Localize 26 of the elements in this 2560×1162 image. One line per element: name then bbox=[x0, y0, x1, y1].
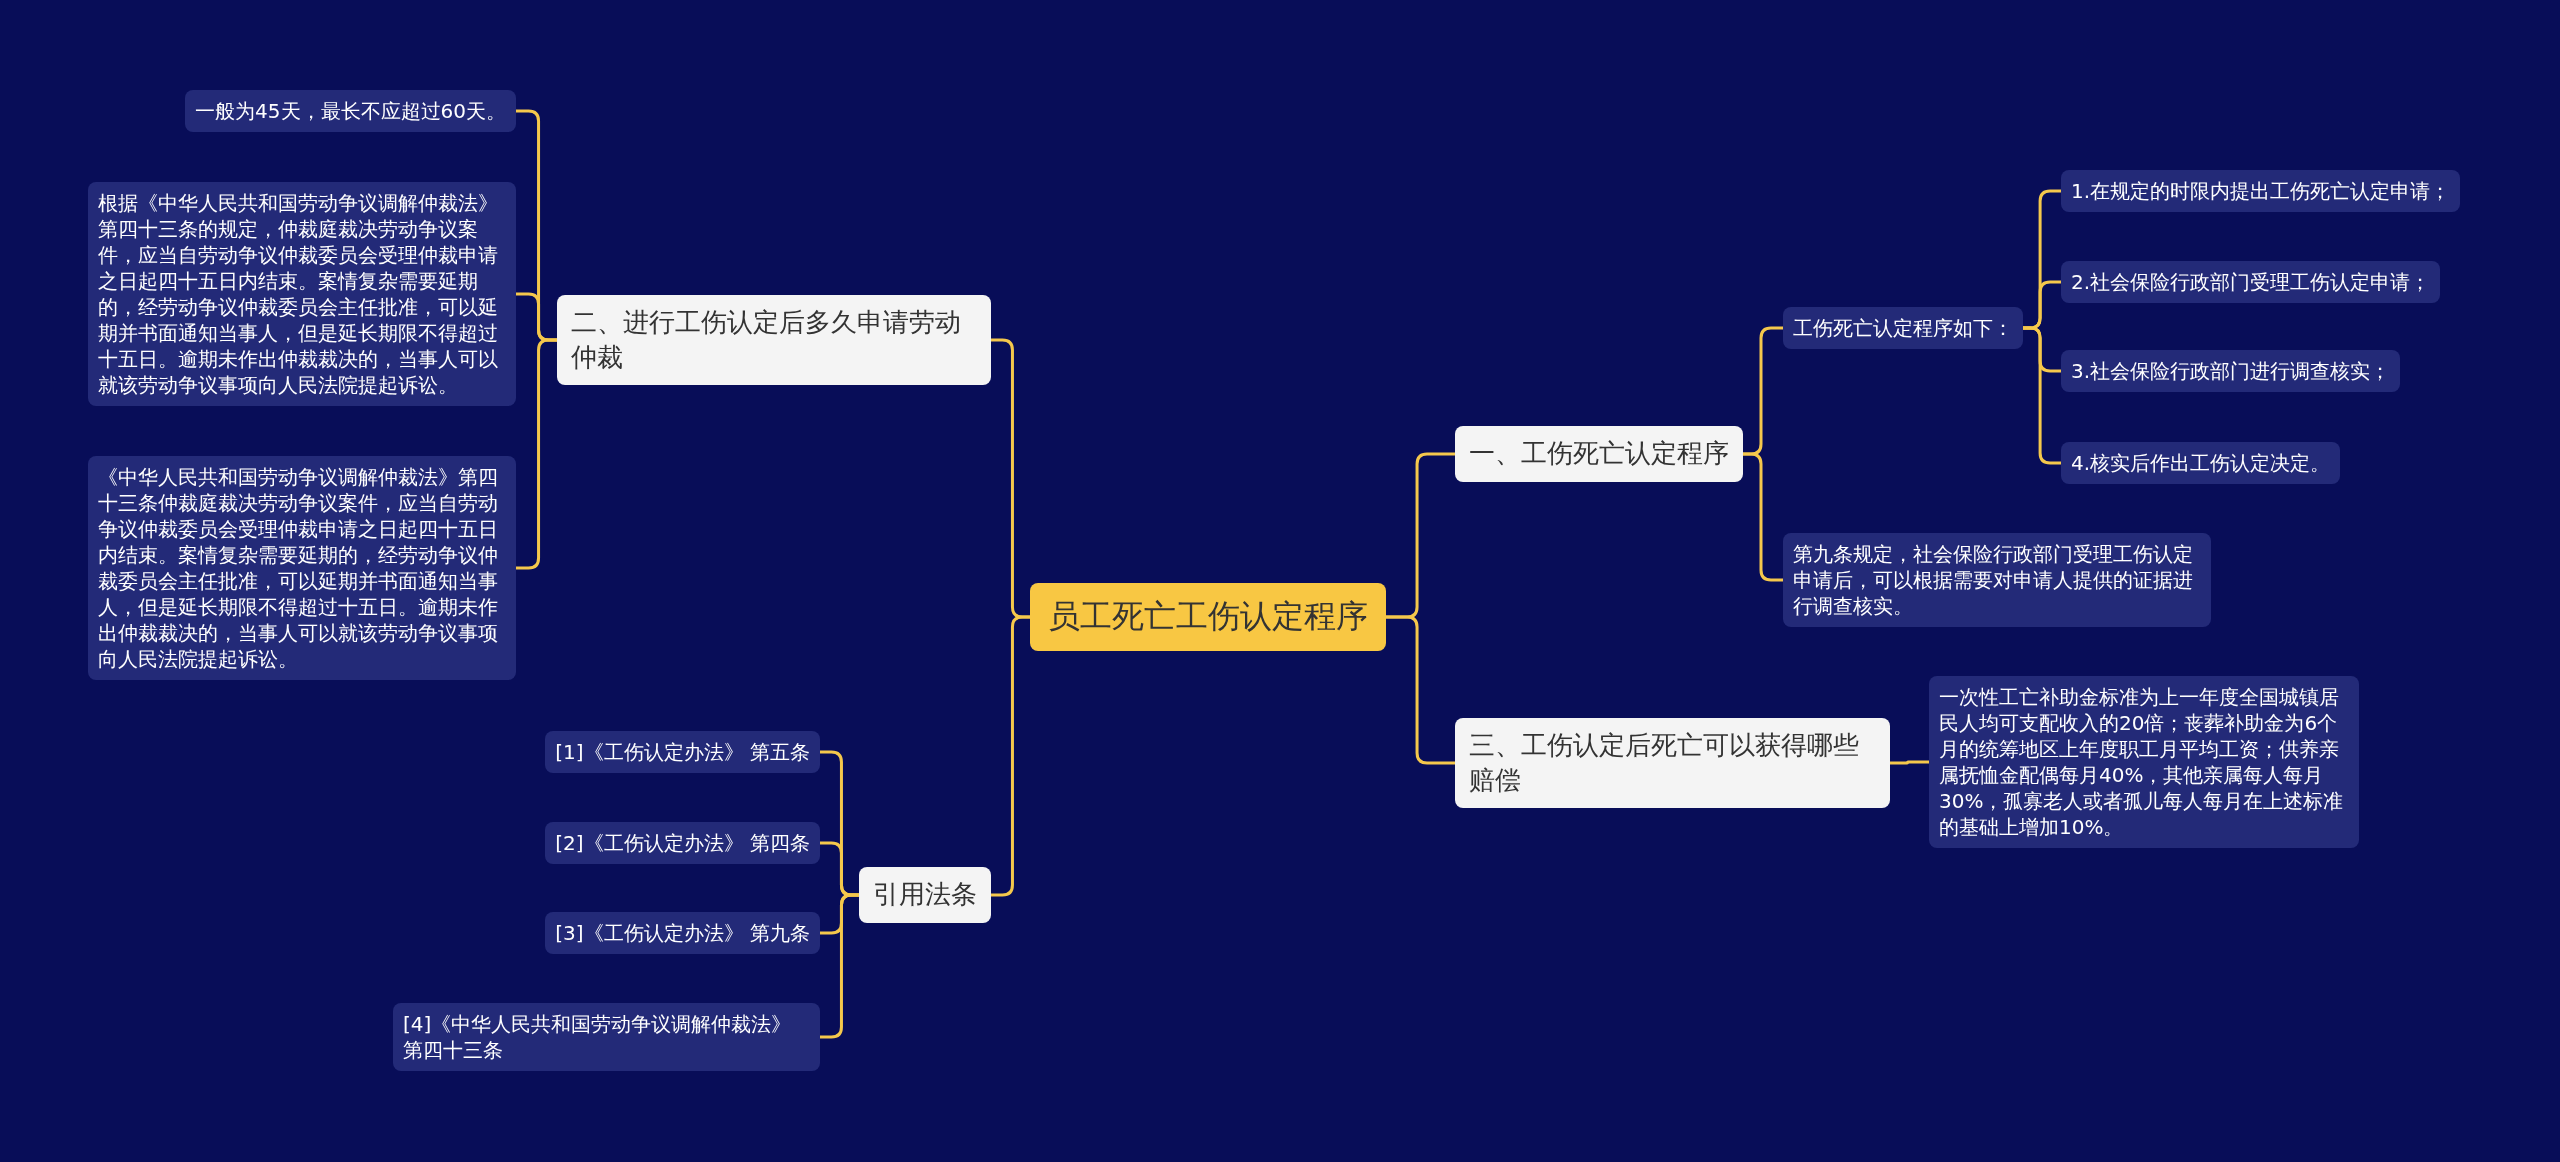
branch-topic: 三、工伤认定后死亡可以获得哪些赔偿 bbox=[1455, 717, 1890, 809]
connector-line bbox=[516, 338, 557, 570]
connector-line bbox=[1743, 452, 1783, 582]
text-card: 一次性工亡补助金标准为上一年度全国城镇居民人均可支配收入的20倍；丧葬补助金为6个月的统筹地区上年度职工月平均工资；供养亲属抚恤金配偶每月40%，其他亲属每人每月30%，孤寡老人或者孤儿每人每月在上述标准的基础上增加10%。 bbox=[1929, 676, 2359, 848]
text-card: [4]《中华人民共和国劳动争议调解仲裁法》第四十三条 bbox=[393, 1003, 820, 1071]
connector-line bbox=[820, 893, 859, 1039]
branch-topic: 二、进行工伤认定后多久申请劳动仲裁 bbox=[557, 294, 991, 386]
connector-line bbox=[991, 615, 1030, 897]
connector-line bbox=[1386, 615, 1455, 765]
text-card: 4.核实后作出工伤认定决定。 bbox=[2061, 442, 2341, 484]
text-card: 《中华人民共和国劳动争议调解仲裁法》第四十三条仲裁庭裁决劳动争议案件，应当自劳动争议仲裁委员会受理仲裁申请之日起四十五日内结束。案情复杂需要延期的，经劳动争议仲裁委员会主任批准，可以延期并书面通知当事人，但是延长期限不得超过十五日。逾期未作出仲裁裁决的，当事人可以就该劳动争议事项向人民法院提起诉讼。 bbox=[88, 456, 516, 680]
text-card: [1]《工伤认定办法》 第五条 bbox=[545, 731, 820, 773]
central-topic: 员工死亡工伤认定程序 bbox=[1030, 583, 1386, 651]
text-card: 根据《中华人民共和国劳动争议调解仲裁法》第四十三条的规定，仲裁庭裁决劳动争议案件，应当自劳动争议仲裁委员会受理仲裁申请之日起四十五日内结束。案情复杂需要延期的，经劳动争议仲裁委员会主任批准，可以延期并书面通知当事人，但是延长期限不得超过十五日。逾期未作出仲裁裁决的，当事人可以就该劳动争议事项向人民法院提起诉讼。 bbox=[88, 182, 516, 406]
text-card: 3.社会保险行政部门进行调查核实； bbox=[2061, 350, 2401, 392]
text-card: [3]《工伤认定办法》 第九条 bbox=[545, 912, 820, 954]
text-card: 一般为45天，最长不应超过60天。 bbox=[185, 90, 516, 132]
text-card: 工伤死亡认定程序如下： bbox=[1783, 307, 2023, 349]
connector-line bbox=[1890, 760, 1929, 765]
text-card: 第九条规定，社会保险行政部门受理工伤认定申请后，可以根据需要对申请人提供的证据进行调查核实。 bbox=[1783, 533, 2211, 627]
text-card: 1.在规定的时限内提出工伤死亡认定申请； bbox=[2061, 170, 2461, 212]
text-card: [2]《工伤认定办法》 第四条 bbox=[545, 822, 820, 864]
branch-topic: 引用法条 bbox=[859, 867, 991, 923]
branch-topic: 一、工伤死亡认定程序 bbox=[1455, 426, 1743, 482]
connector-line bbox=[2023, 326, 2061, 465]
text-card: 2.社会保险行政部门受理工伤认定申请； bbox=[2061, 261, 2441, 303]
